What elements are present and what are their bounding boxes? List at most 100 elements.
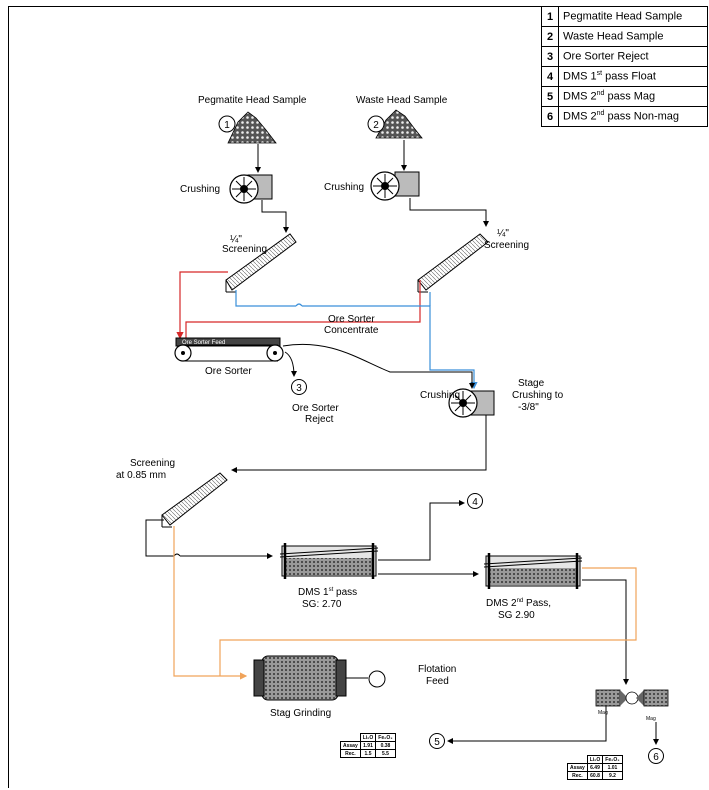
crusher-2 — [370, 171, 420, 201]
assay-nonmag-row-label: Assay — [567, 763, 588, 772]
screening-085-label-2: at 0.85 mm — [116, 470, 166, 481]
legend-number: 6 — [541, 106, 559, 127]
crushing-label-3: Crushing — [420, 390, 460, 401]
dms2-label-sup: nd — [517, 598, 524, 604]
marker-3-text: 3 — [296, 383, 302, 394]
legend-label-sup: nd — [596, 110, 605, 118]
assay-nonmag-fe2o3: 1.01 — [602, 763, 623, 772]
legend-label-text: Pegmatite Head Sample — [563, 10, 683, 23]
flotation-feed-label-2: Feed — [426, 676, 449, 687]
quarter-inch-label-2: ¼" — [497, 227, 509, 239]
legend-label: DMS 2nd pass Non-mag — [558, 106, 708, 127]
assay-mag-header-li2o: Li₂O — [359, 733, 377, 742]
legend-number: 2 — [541, 26, 559, 47]
legend-label: DMS 2nd pass Mag — [558, 86, 708, 107]
crusher-3 — [448, 388, 495, 418]
legend-label-suffix: pass Float — [602, 70, 656, 83]
assay-nonmag-li2o: 6.49 — [586, 763, 604, 772]
assay-mag-li2o: 1.91 — [359, 741, 377, 750]
stage-crushing-label-3: -3/8" — [518, 402, 539, 413]
marker-5: 5 — [429, 733, 445, 749]
screening-085-label-1: Screening — [130, 458, 175, 469]
rec-nonmag-fe2o3: 9.2 — [602, 771, 623, 780]
screen-3 — [161, 472, 228, 528]
flotation-feed-node — [368, 670, 386, 688]
crusher-1 — [229, 174, 273, 204]
dms2-label-b: Pass, — [523, 598, 551, 609]
legend-number: 4 — [541, 66, 559, 87]
marker-4: 4 — [467, 493, 483, 509]
ore-sorter-concentrate-label-1: Ore Sorter — [328, 314, 375, 325]
assay-nonmag-header-li2o: Li₂O — [586, 755, 604, 764]
crushing-label-2: Crushing — [324, 182, 364, 193]
legend-label-suffix: pass Mag — [604, 90, 656, 103]
marker-2-text: 2 — [373, 120, 379, 131]
legend-row: 1 Pegmatite Head Sample — [541, 6, 708, 27]
legend-label-text: DMS 2 — [563, 90, 597, 103]
legend-label-sup: nd — [596, 90, 605, 98]
ore-sorter-reject-label-1: Ore Sorter — [292, 403, 339, 414]
legend-label: Pegmatite Head Sample — [558, 6, 708, 27]
crushing-label-1: Crushing — [180, 184, 220, 195]
screen-2 — [417, 233, 489, 293]
assay-table-non-mag: Li₂O Fe₂O₃ Assay 6.49 1.01 Rec. 60.8 9.2 — [567, 755, 623, 780]
dms1-label: DMS 1st pass — [298, 587, 357, 598]
legend-number: 1 — [541, 6, 559, 27]
legend-number: 5 — [541, 86, 559, 107]
ore-sorter-conveyor: Ore Sorter Feed — [174, 337, 284, 362]
legend-row: 3 Ore Sorter Reject — [541, 46, 708, 67]
marker-3: 3 — [291, 379, 307, 395]
rec-mag-row-label: Rec. — [340, 749, 361, 758]
assay-mag-fe2o3: 0.38 — [375, 741, 396, 750]
assay-nonmag-header-fe2o3: Fe₂O₃ — [602, 755, 623, 764]
waste-ore-pile — [375, 109, 423, 139]
dms-1 — [279, 543, 379, 579]
magnetic-separator — [595, 689, 669, 707]
dms2-label: DMS 2nd Pass, — [486, 598, 551, 609]
dms-2 — [483, 553, 583, 589]
legend-label: Ore Sorter Reject — [558, 46, 708, 67]
legend-label: DMS 1st pass Float — [558, 66, 708, 87]
waste-head-sample-label: Waste Head Sample — [356, 95, 448, 106]
stream-legend-table: 1 Pegmatite Head Sample 2 Waste Head Sample… — [541, 6, 708, 127]
legend-number: 3 — [541, 46, 559, 67]
dms1-sg-label: SG: 2.70 — [302, 599, 342, 610]
dms2-label-a: DMS 2 — [486, 598, 517, 609]
stag-grinding-mill — [253, 655, 347, 701]
ore-sorter-concentrate-label-2: Concentrate — [324, 325, 379, 336]
stag-grinding-label: Stag Grinding — [270, 708, 331, 719]
assay-mag-row-label: Assay — [340, 741, 361, 750]
mag-label: Mag — [598, 710, 608, 716]
svg-text:Ore Sorter Feed: Ore Sorter Feed — [182, 340, 225, 346]
screen-1 — [225, 233, 297, 293]
quarter-inch-label-1: ¼" — [230, 233, 242, 245]
screening-label-2: Screening — [484, 240, 529, 251]
stage-crushing-label-2: Crushing to — [512, 390, 564, 401]
marker-2: 2 — [367, 115, 385, 133]
rec-mag-li2o: 1.5 — [359, 749, 377, 758]
screening-label-1: Screening — [222, 244, 267, 255]
legend-label-text: Ore Sorter Reject — [563, 50, 649, 63]
legend-label-text: DMS 2 — [563, 110, 597, 123]
legend-label: Waste Head Sample — [558, 26, 708, 47]
legend-label-text: Waste Head Sample — [563, 30, 664, 43]
page-frame — [8, 6, 708, 788]
marker-6: 6 — [648, 748, 664, 764]
legend-row: 2 Waste Head Sample — [541, 26, 708, 47]
marker-1: 1 — [218, 115, 236, 133]
assay-table-mag: Li₂O Fe₂O₃ Assay 1.91 0.38 Rec. 1.5 5.5 — [340, 733, 396, 758]
rec-nonmag-row-label: Rec. — [567, 771, 588, 780]
marker-5-text: 5 — [434, 737, 440, 748]
ore-sorter-reject-label-2: Reject — [305, 414, 334, 425]
rec-mag-fe2o3: 5.5 — [375, 749, 396, 758]
pegmatite-head-sample-label: Pegmatite Head Sample — [198, 95, 307, 106]
dms1-label-a: DMS 1 — [298, 587, 329, 598]
stage-crushing-label-1: Stage — [518, 378, 545, 389]
marker-6-text: 6 — [653, 752, 659, 763]
ore-sorter-label: Ore Sorter — [205, 366, 252, 377]
assay-mag-header-fe2o3: Fe₂O₃ — [375, 733, 396, 742]
